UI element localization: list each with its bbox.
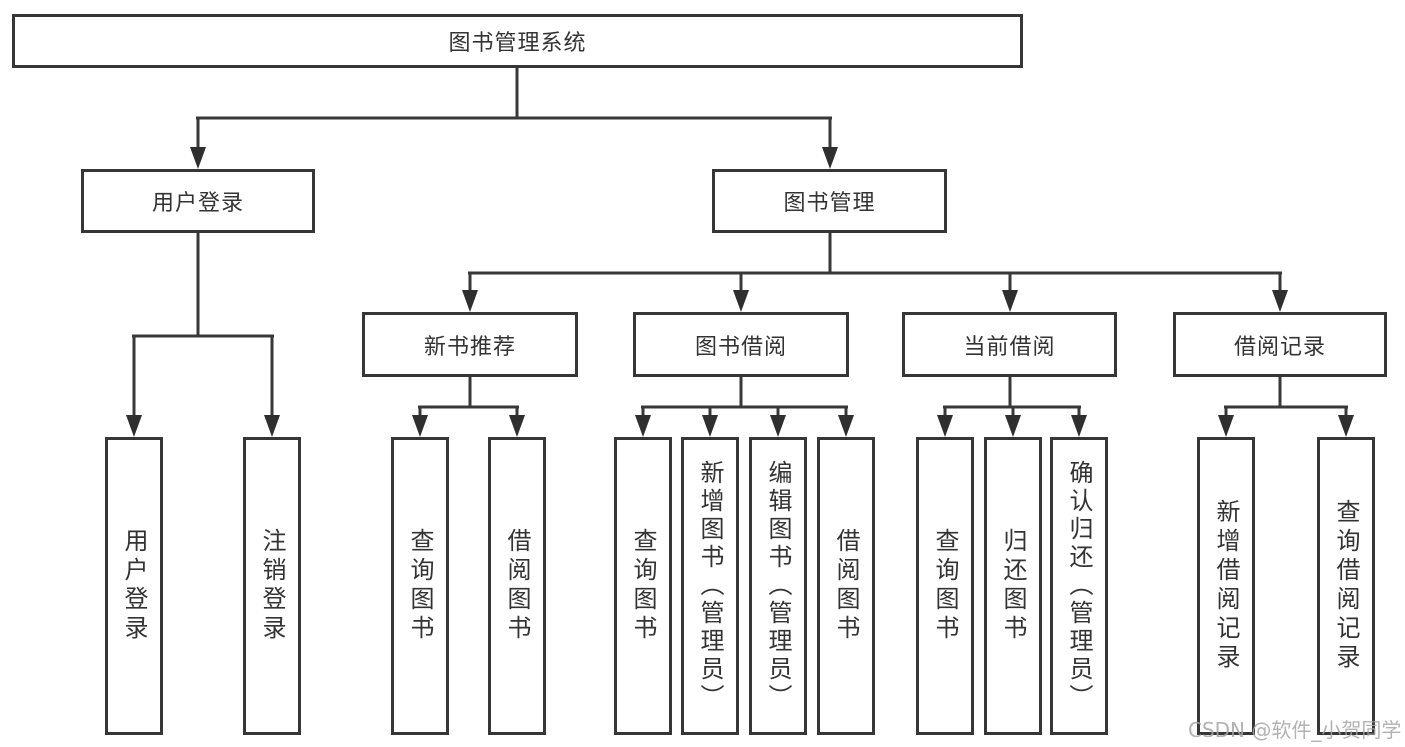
- leaf-add-books-admin: 新增图书（管理员）: [681, 437, 739, 735]
- arrowhead: [733, 290, 749, 312]
- node-label: 当前借阅: [963, 334, 1056, 360]
- leaf-query-books-current: 查询图书: [916, 437, 974, 735]
- node-user-login: 用户登录: [81, 169, 315, 233]
- connector-new-book-branch: [412, 377, 525, 437]
- node-label: 借阅图书: [503, 528, 531, 644]
- arrowhead: [1218, 415, 1234, 437]
- node-label: 图书借阅: [694, 334, 787, 360]
- node-label: 查询图书: [406, 528, 434, 644]
- node-borrowing-records: 借阅记录: [1173, 312, 1387, 377]
- node-label: 归还图书: [999, 528, 1027, 644]
- arrowhead: [509, 415, 525, 437]
- node-book-borrowing: 图书借阅: [633, 312, 849, 377]
- node-label: 确认归还（管理员）: [1065, 460, 1093, 712]
- connector-book-borrowing-branch: [635, 377, 854, 437]
- leaf-add-borrow-record: 新增借阅记录: [1197, 437, 1255, 735]
- connector-borrowing-records-branch: [1218, 377, 1354, 437]
- arrowhead: [635, 415, 651, 437]
- leaf-confirm-return-admin: 确认归还（管理员）: [1050, 437, 1108, 735]
- arrowhead: [190, 147, 206, 169]
- arrowhead: [1002, 290, 1018, 312]
- node-label: 借阅记录: [1233, 334, 1326, 360]
- leaf-borrow-books-borrowing: 借阅图书: [817, 437, 875, 735]
- node-root: 图书管理系统: [12, 14, 1023, 68]
- arrowhead: [822, 147, 838, 169]
- connector-root-branch: [190, 68, 838, 169]
- leaf-query-borrow-record: 查询借阅记录: [1317, 437, 1375, 735]
- node-label: 图书管理系统: [448, 31, 587, 56]
- node-label: 注销登录: [258, 528, 286, 644]
- arrowhead: [264, 415, 280, 437]
- leaf-user-login: 用户登录: [105, 437, 163, 735]
- arrowhead: [126, 415, 142, 437]
- arrowhead: [838, 415, 854, 437]
- node-label: 新增借阅记录: [1212, 499, 1240, 673]
- arrowhead: [462, 290, 478, 312]
- node-new-book-recommend: 新书推荐: [362, 312, 578, 377]
- leaf-logout: 注销登录: [243, 437, 301, 735]
- node-label: 借阅图书: [832, 528, 860, 644]
- node-label: 编辑图书（管理员）: [764, 460, 792, 712]
- arrowhead: [770, 415, 786, 437]
- node-current-borrowing: 当前借阅: [902, 312, 1117, 377]
- node-label: 新增图书（管理员）: [696, 460, 724, 712]
- arrowhead: [1005, 415, 1021, 437]
- arrowhead: [412, 415, 428, 437]
- node-label: 查询借阅记录: [1332, 499, 1360, 673]
- leaf-borrow-books-recommend: 借阅图书: [488, 437, 546, 735]
- node-label: 查询图书: [629, 528, 657, 644]
- arrowhead: [1071, 415, 1087, 437]
- node-label: 新书推荐: [423, 334, 516, 360]
- node-label: 用户登录: [151, 191, 244, 216]
- arrowhead: [1272, 290, 1288, 312]
- leaf-query-books-borrowing: 查询图书: [614, 437, 672, 735]
- arrowhead: [702, 415, 718, 437]
- node-book-management: 图书管理: [712, 169, 947, 233]
- connector-current-borrowing-branch: [937, 377, 1087, 437]
- arrowhead: [1338, 415, 1354, 437]
- leaf-return-books: 归还图书: [984, 437, 1042, 735]
- node-label: 图书管理: [783, 191, 876, 216]
- leaf-edit-books-admin: 编辑图书（管理员）: [749, 437, 807, 735]
- leaf-query-books-recommend: 查询图书: [391, 437, 449, 735]
- arrowhead: [937, 415, 953, 437]
- connector-book-management-branch: [462, 233, 1288, 312]
- node-label: 查询图书: [931, 528, 959, 644]
- connector-user-login-branch: [126, 233, 280, 437]
- node-label: 用户登录: [120, 528, 148, 644]
